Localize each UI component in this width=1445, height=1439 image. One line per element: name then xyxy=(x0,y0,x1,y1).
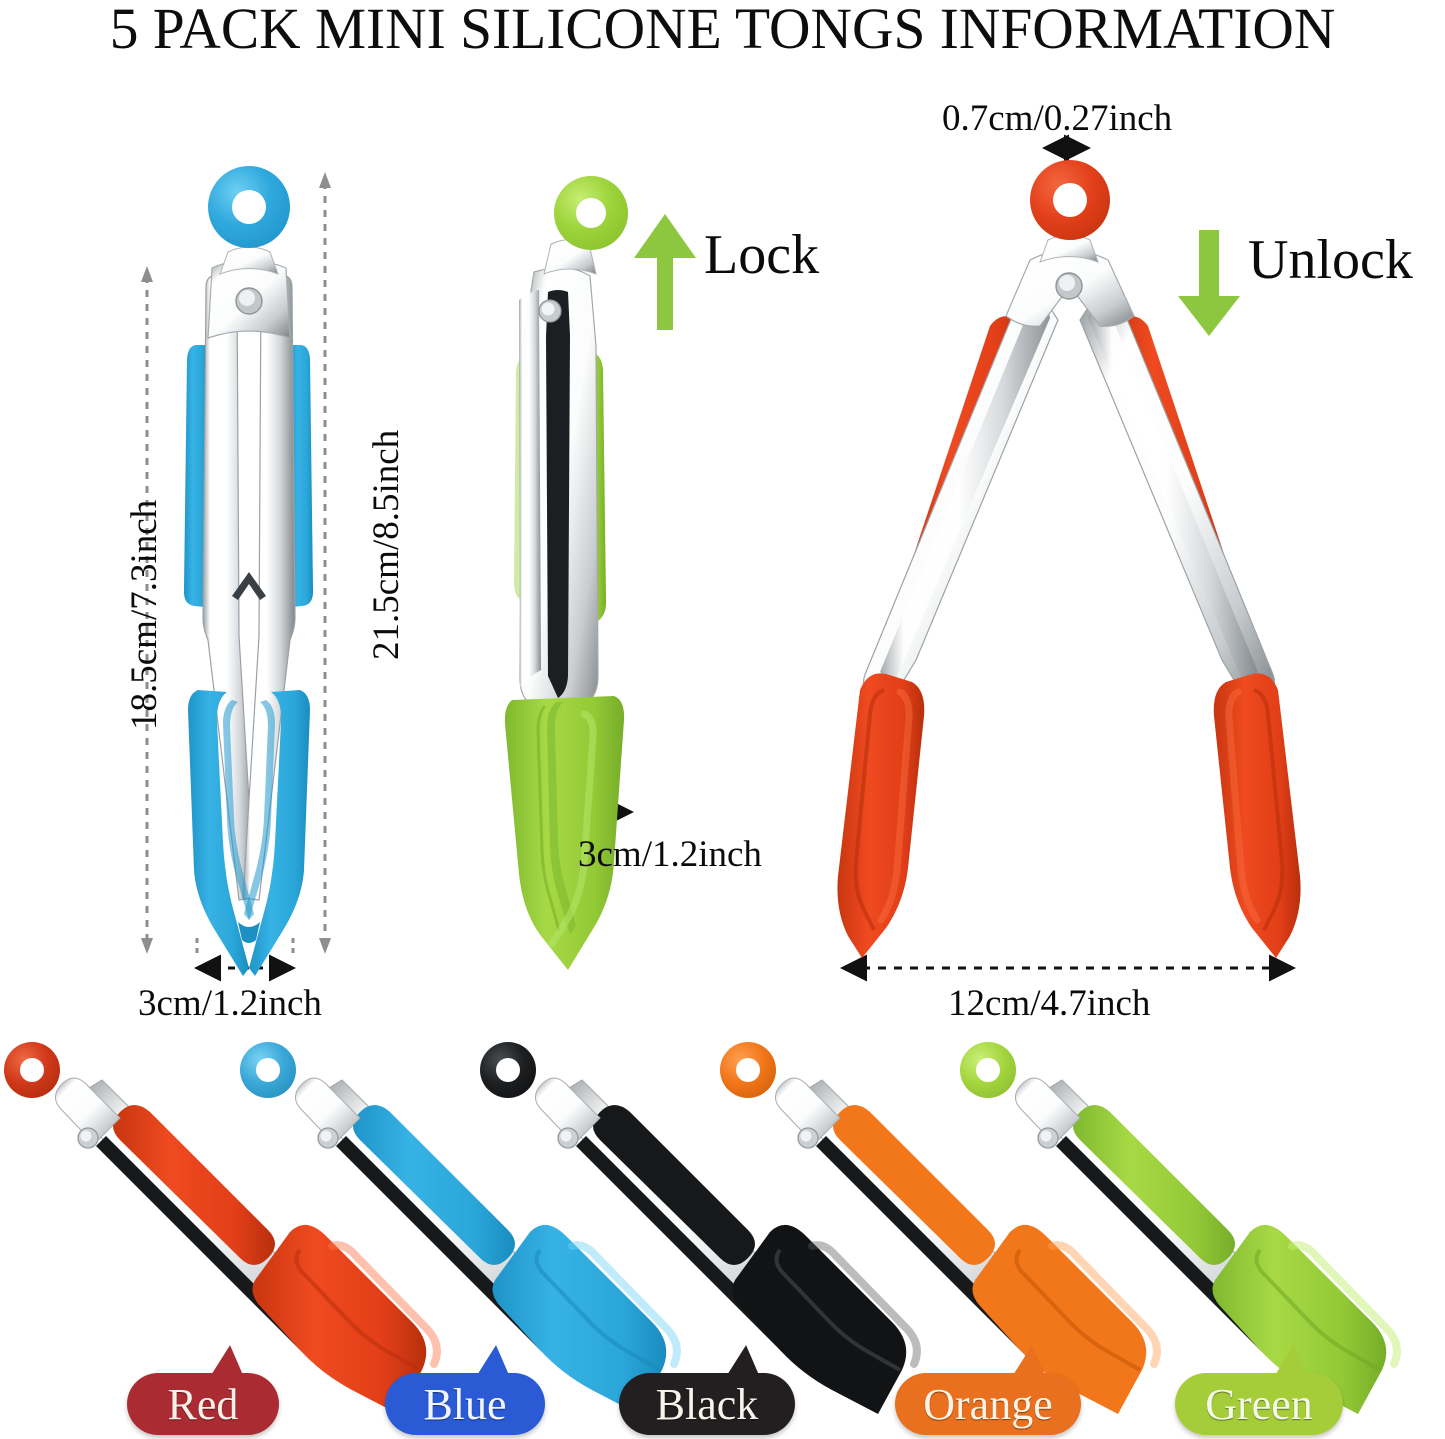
label-open-span: 12cm/4.7inch xyxy=(948,983,1151,1024)
ring-hole-red xyxy=(1053,183,1087,217)
color-badge-green[interactable]: Green xyxy=(1175,1342,1343,1435)
color-badge-orange[interactable]: Orange xyxy=(895,1342,1081,1435)
label-lock: Lock xyxy=(704,224,820,286)
color-badge-black[interactable]: Black xyxy=(619,1342,795,1435)
label-length-total: 21.5cm/8.5inch xyxy=(366,429,407,660)
ring-hole-variant-orange xyxy=(736,1058,760,1082)
color-badge-red[interactable]: Red xyxy=(127,1342,279,1435)
tongs-variant-orange xyxy=(775,1077,1161,1414)
tongs-figure-open-red xyxy=(837,234,1301,958)
color-badge-label: Red xyxy=(167,1379,239,1429)
label-ring-thickness: 0.7cm/0.27inch xyxy=(942,98,1173,139)
ring-hole-variant-blue xyxy=(256,1058,280,1082)
ring-hole-variant-green xyxy=(976,1058,1000,1082)
color-badge-label: Green xyxy=(1205,1379,1313,1429)
color-badge-label: Blue xyxy=(423,1379,507,1429)
page-title: 5 PACK MINI SILICONE TONGS INFORMATION xyxy=(109,0,1336,61)
color-badge-label: Black xyxy=(655,1379,759,1429)
dimension-line-21-5cm xyxy=(319,172,331,954)
label-unlock: Unlock xyxy=(1248,229,1413,291)
tongs-variant-black xyxy=(535,1077,921,1414)
label-width-tip-blue: 3cm/1.2inch xyxy=(138,983,322,1024)
color-badge-label: Orange xyxy=(923,1379,1053,1429)
tongs-figure-closed-blue xyxy=(183,246,314,976)
label-width-tip-green: 3cm/1.2inch xyxy=(578,834,762,875)
lock-arrow-icon xyxy=(634,214,696,330)
ring-hole-variant-red xyxy=(20,1058,44,1082)
unlock-arrow-icon xyxy=(1178,230,1240,336)
ring-hole-green xyxy=(576,198,606,228)
color-badge-blue[interactable]: Blue xyxy=(385,1342,545,1435)
tongs-variant-green xyxy=(1015,1077,1401,1414)
ring-hole-variant-black xyxy=(496,1058,520,1082)
label-length-closed: 18.5cm/7.3inch xyxy=(124,499,165,730)
ring-hole-blue xyxy=(232,190,266,224)
